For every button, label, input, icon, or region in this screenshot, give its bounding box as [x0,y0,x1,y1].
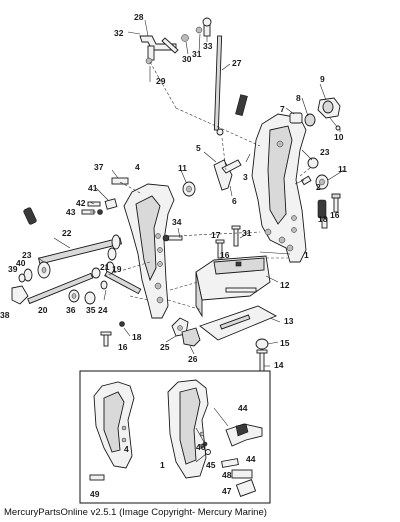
shift-bracket [213,94,248,191]
washer-pair [68,289,96,305]
callout-7: 7 [280,104,285,114]
inset-box [79,370,271,504]
shift-linkage [127,17,212,65]
callout-1: 1 [304,250,309,260]
callout-18: 18 [318,214,328,224]
callout-10: 10 [334,132,344,142]
callout-23: 23 [22,250,32,260]
callout-44-small: 44 [246,454,256,464]
leader-lines [37,33,345,463]
callout-34: 34 [172,217,182,227]
callout-29: 29 [156,76,166,86]
callout-18-lower: 18 [132,332,142,342]
callout-31-center: 31 [242,228,252,238]
callout-25: 25 [160,342,170,352]
center-bolts [100,234,183,295]
callout-11-left: 11 [178,163,187,173]
center-fasteners [215,225,242,267]
callout-31: 31 [192,49,202,59]
callout-17: 17 [211,230,221,240]
callout-20: 20 [38,305,48,315]
swivel-bracket-right [251,113,307,263]
callout-24: 24 [98,305,108,315]
callout-39: 39 [8,264,18,274]
callout-2: 2 [316,182,321,192]
callout-19: 19 [112,264,122,274]
callout-5: 5 [196,143,201,153]
callout-49: 49 [90,489,100,499]
callout-labels: 1 2 3 4 5 6 7 8 9 10 11 11 12 13 14 15 1… [0,12,347,499]
callout-6: 6 [232,196,237,206]
callout-28: 28 [134,12,144,22]
callout-32: 32 [114,28,124,38]
callout-26: 26 [188,354,198,364]
callout-8: 8 [296,93,301,103]
callout-13: 13 [284,316,294,326]
callout-1-inset: 1 [160,460,165,470]
right-hardware [300,157,341,229]
callout-9: 9 [320,74,325,84]
callout-33: 33 [203,41,213,51]
right-lower-bolt [255,338,269,375]
shift-rod [213,35,224,136]
callout-23-right: 23 [320,147,330,157]
callout-47: 47 [222,486,232,496]
callout-30: 30 [182,54,192,64]
alignment-lines [103,61,311,311]
callout-42: 42 [76,198,86,208]
copyright-footer: MercuryPartsOnline v2.5.1 (Image Copyrig… [4,507,267,518]
callout-44: 44 [238,403,248,413]
callout-45: 45 [206,460,216,470]
callout-40: 40 [16,258,26,268]
callout-27: 27 [232,58,242,68]
callout-3: 3 [243,172,248,182]
callout-4-inset: 4 [124,444,129,454]
callout-16-lower: 16 [118,342,128,352]
callout-12: 12 [280,280,290,290]
callout-16: 16 [330,210,340,220]
callout-14: 14 [274,360,284,370]
callout-35: 35 [86,305,96,315]
callout-22: 22 [62,228,72,238]
callout-38: 38 [0,310,10,320]
tilt-support [195,255,278,341]
callout-15: 15 [280,338,290,348]
callout-11: 11 [338,164,347,174]
tilt-lock-parts [289,97,341,131]
callout-16-center: 16 [220,250,230,260]
callout-41: 41 [88,183,98,193]
callout-36: 36 [66,305,76,315]
callout-4: 4 [135,162,140,172]
lower-hardware [100,317,201,347]
tilt-tube-assembly [11,207,123,305]
callout-48: 48 [222,470,232,480]
swivel-bracket-left [123,181,196,319]
callout-37: 37 [94,162,104,172]
callout-46: 46 [196,442,206,452]
callout-21: 21 [100,262,110,272]
callout-43: 43 [66,207,76,217]
